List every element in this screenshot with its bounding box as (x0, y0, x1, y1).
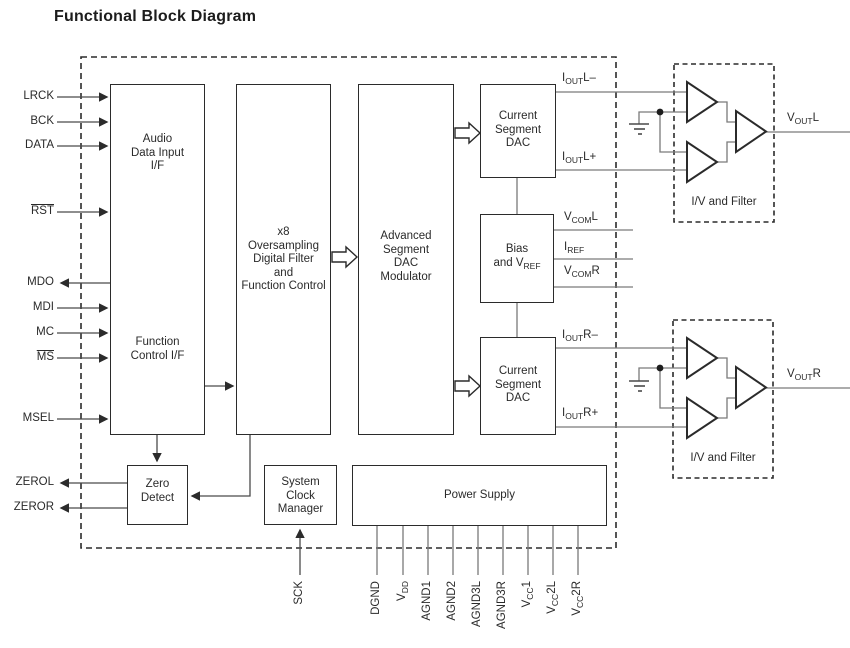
pin-label-vdd: VDD (396, 581, 410, 601)
opamp-triangles (686, 80, 768, 440)
pin-label-vcc2r: VCC2R (571, 581, 585, 616)
current-segment-dac-left-label: Current Segment DAC (494, 110, 542, 149)
oversampling-filter-block (236, 84, 331, 435)
zero-detect-block (127, 465, 188, 525)
iv-filter-right-dashed-box (672, 319, 774, 479)
pin-label-data: DATA (25, 139, 54, 151)
system-clock-manager-label: System Clock Manager (277, 476, 324, 515)
left-pin-arrows (57, 92, 127, 513)
iv-filter-left-dashed-box (673, 63, 775, 223)
pin-label-mdi: MDI (32, 301, 54, 313)
label-iref: IREF (564, 241, 585, 255)
opamp-icon-left-sum (735, 109, 768, 154)
modulator-to-dac-right-bus-arrow (454, 374, 482, 398)
pin-label-agnd3l: AGND3L (471, 581, 483, 628)
bias-vref-block (480, 214, 554, 303)
dac-modulator-label: Advanced Segment DAC Modulator (380, 230, 432, 283)
pin-label-agnd3r: AGND3R (496, 581, 508, 629)
current-segment-dac-left-block (480, 84, 556, 178)
iv-filter-left-label: I/V and Filter (691, 196, 757, 208)
pin-label-zerol: ZEROL (15, 476, 54, 488)
pin-label-agnd2: AGND2 (446, 581, 458, 621)
modulator-to-dac-left-bus-arrow (454, 121, 482, 145)
pin-label-zeror: ZEROR (13, 501, 54, 513)
function-if-label: Function Control I/F (130, 336, 185, 362)
pin-label-vcc1: VCC1 (521, 581, 535, 608)
signal-lines (376, 91, 850, 575)
pin-label-agnd1: AGND1 (421, 581, 433, 621)
label-iout-l-plus: IOUTL+ (562, 151, 597, 165)
filter-to-modulator-bus-arrow (331, 245, 359, 269)
chip-dashed-boundary (80, 56, 617, 549)
ground-icons (629, 123, 649, 392)
iv-left-ground-feed-line (638, 111, 687, 124)
pin-label-mdo: MDO (27, 276, 54, 288)
audio-function-if-block (110, 84, 205, 435)
pin-label-bck: BCK (30, 115, 54, 127)
power-supply-block (352, 465, 607, 526)
opamp-icon-left-bottom (686, 140, 719, 184)
iv-right-sum-top-line (717, 357, 736, 379)
iv-right-sum-bottom-line (717, 397, 736, 419)
iv-left-branch-line (659, 112, 687, 153)
label-vout-r: VOUTR (787, 368, 821, 382)
pin-label-msel: MSEL (22, 412, 54, 424)
zero-detect-label: Zero Detect (140, 478, 175, 504)
label-vcom-l: VCOML (564, 211, 598, 225)
label-vcom-r: VCOMR (564, 265, 600, 279)
page-title: Functional Block Diagram (54, 8, 257, 25)
internal-arrows (152, 381, 305, 575)
audio-if-label: Audio Data Input I/F (130, 133, 185, 172)
pin-label-ms: MS (36, 351, 54, 363)
power-supply-label: Power Supply (444, 489, 515, 501)
junction-dot-left (656, 108, 664, 116)
iv-left-sum-bottom-line (717, 141, 736, 163)
filter-to-zero-detect-arrow (190, 435, 251, 501)
label-vout-l: VOUTL (787, 112, 820, 126)
iv-left-sum-top-line (717, 101, 736, 123)
iv-filter-right-label: I/V and Filter (690, 452, 756, 464)
junction-dot-right (656, 364, 664, 372)
current-segment-dac-right-label: Current Segment DAC (494, 365, 542, 404)
opamp-icon-right-bottom (686, 396, 719, 440)
pin-label-lrck: LRCK (23, 90, 54, 102)
ground-icon-left (629, 123, 649, 135)
label-iout-r-plus: IOUTR+ (562, 407, 599, 421)
pin-label-dgnd: DGND (370, 581, 382, 615)
pin-label-mc: MC (36, 326, 54, 338)
iv-right-branch-line (659, 368, 687, 409)
iv-right-ground-feed-line (638, 367, 687, 381)
bus-arrows (331, 121, 482, 398)
pin-label-sck: SCK (293, 581, 305, 605)
oversampling-filter-label: x8 Oversampling Digital Filter and Funct… (241, 226, 326, 292)
dac-modulator-block (358, 84, 454, 435)
label-iout-l-minus: IOUTL– (562, 72, 596, 86)
system-clock-manager-block (264, 465, 337, 525)
label-iout-r-minus: IOUTR– (562, 329, 598, 343)
current-segment-dac-right-block (480, 337, 556, 435)
pin-label-rst: RST (31, 205, 54, 217)
opamp-icon-right-sum (735, 365, 768, 410)
pin-label-vcc2l: VCC2L (546, 581, 560, 614)
opamp-icon-right-top (686, 336, 719, 380)
ground-icon-right (629, 380, 649, 392)
opamp-icon-left-top (686, 80, 719, 124)
